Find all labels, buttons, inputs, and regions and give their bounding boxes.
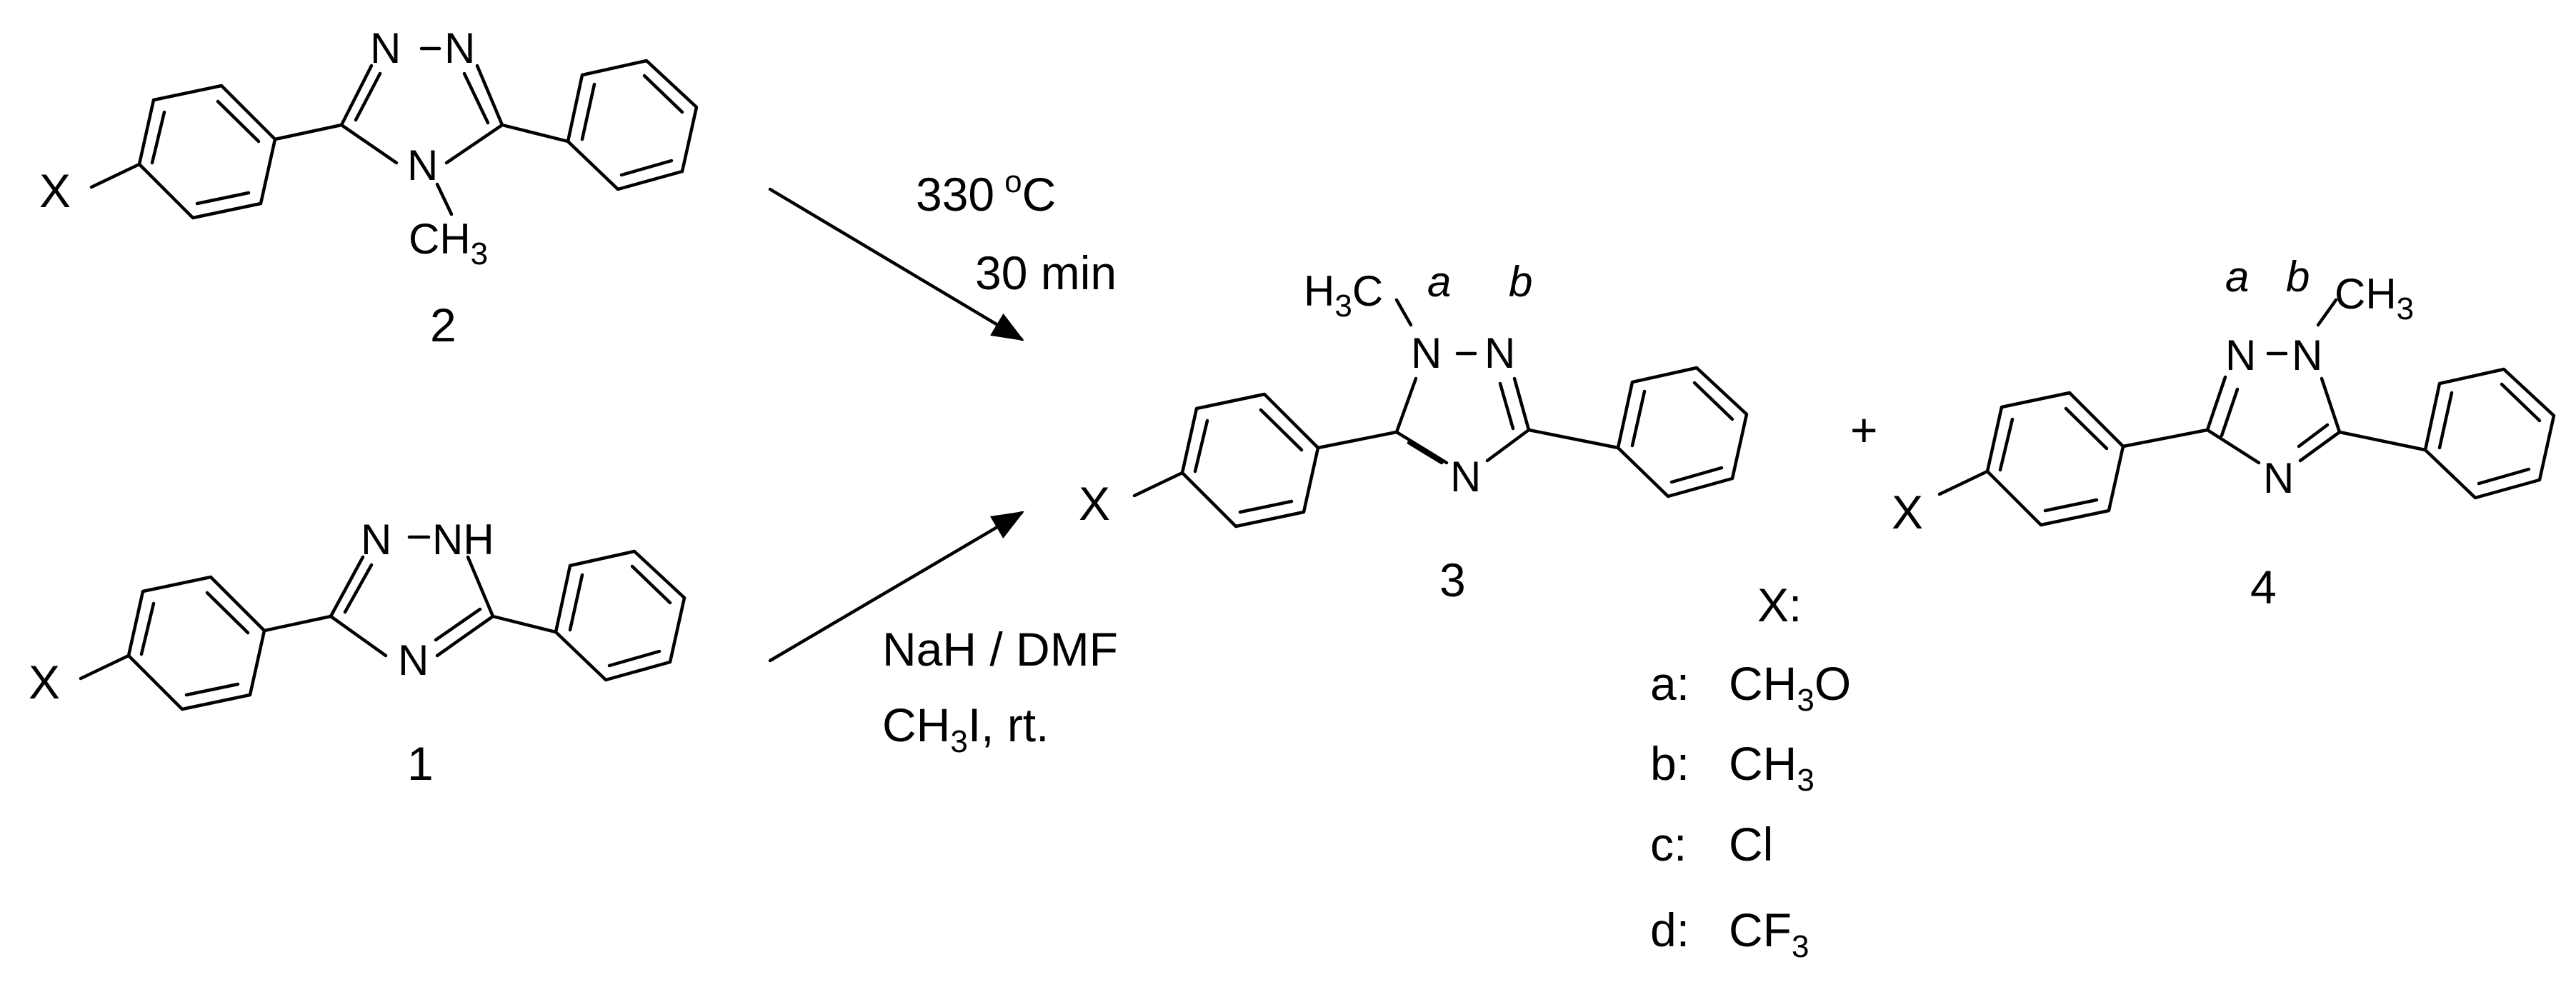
compound-number: 2 [430,299,456,351]
x-label: X [29,656,60,708]
triazole-n: N [361,516,391,563]
compound-number: 4 [2250,561,2277,613]
triazole-n: N [2225,331,2256,379]
methyl-group: CH3 [2335,270,2414,326]
triazole-n: N [1484,329,1515,377]
compound-2: X N N N CH3 2 [39,24,699,351]
key-item-b: b:CH3 [1650,737,1814,798]
triazole-n: N [2263,454,2294,502]
compound-3: X H3C a b N N N 3 [1079,258,1749,606]
x-label: X [39,164,71,217]
triazole-nh: NH [432,516,494,563]
triazole-n: N [407,141,438,189]
x-label: X [1079,477,1110,530]
x-label: X [1892,486,1923,538]
key-item-c: c:Cl [1650,818,1773,871]
compound-4: X a b CH3 N N N 4 [1892,253,2556,613]
triazole-n: N [2292,331,2322,379]
triazole-n: N [1411,329,1442,377]
methyl-group: CH3 [409,215,488,271]
position-a: a [1427,258,1451,306]
triazole-n: N [370,24,401,72]
compound-number: 3 [1439,553,1466,606]
key-item-d: d:CF3 [1650,903,1809,964]
position-b: b [1509,258,1532,306]
reaction-arrow-thermal [768,187,1024,341]
reaction-arrow-alkylation [768,511,1024,663]
key-title: X: [1757,578,1802,631]
key-item-a: a:CH3O [1650,657,1851,718]
methyl-group: H3C [1304,267,1383,324]
compound-number: 1 [407,737,434,790]
svg-text:NaH / DMF: NaH / DMF [882,623,1118,676]
svg-text:30 min: 30 min [975,246,1117,299]
plus-sign: + [1850,404,1878,456]
position-b: b [2286,253,2310,301]
alkylation-conditions: NaH / DMF CH3I, rt. [882,623,1118,759]
triazole-n: N [398,636,429,684]
triazole-n: N [444,24,475,72]
triazole-n: N [1450,453,1481,501]
substituent-key: X: a:CH3O b:CH3 c:Cl d:CF3 [1650,578,1851,964]
compound-1: X N NH N 1 [29,516,687,790]
svg-text:CH3I, rt.: CH3I, rt. [882,698,1049,759]
position-a: a [2225,253,2249,301]
